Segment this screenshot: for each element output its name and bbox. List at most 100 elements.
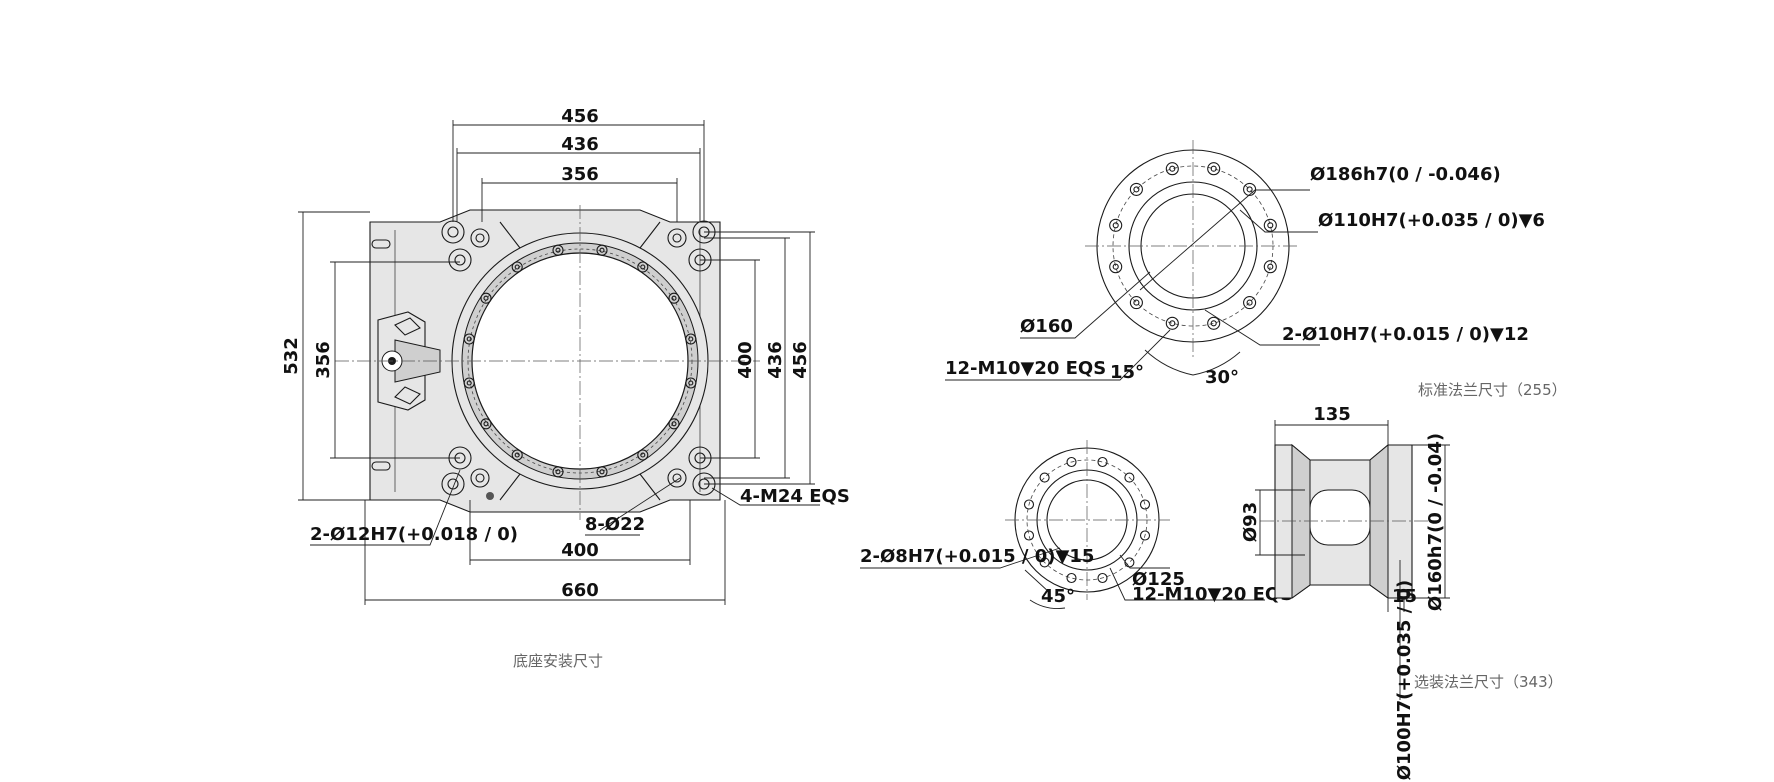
bolt-hole: [1263, 260, 1277, 274]
standard-flange-view: Ø186h7(0 / -0.046) Ø110H7(+0.035 / 0)▼6 …: [945, 140, 1567, 399]
ring-bolt-holes: [463, 244, 697, 478]
dim-436-top: 436: [561, 134, 599, 155]
bolt-hole-inner: [466, 336, 472, 342]
bolt-hole-inner: [1169, 165, 1176, 172]
bolt-hole: [1263, 218, 1277, 232]
bolt-hole-inner: [1169, 320, 1176, 327]
bolt-hole: [1023, 530, 1035, 541]
bolt-hole: [463, 333, 475, 345]
dim-pin-12h7: 2-Ø12H7(+0.018 / 0): [310, 524, 518, 545]
bolt-hole-inner: [1112, 222, 1119, 229]
bolt-hole-inner: [1246, 299, 1253, 306]
dim-angle-15: 15°: [1110, 362, 1144, 383]
bolt-hole-inner: [1133, 299, 1140, 306]
dim-660-bottom: 660: [561, 580, 599, 601]
dim-d100h7: Ø100H7(+0.035 / 0): [1394, 580, 1415, 781]
bolt-hole-inner: [1210, 165, 1217, 172]
bolt-hole: [552, 244, 564, 256]
std-flange-holes: [1109, 162, 1277, 330]
bolt-hole: [1023, 499, 1035, 510]
bolt-hole-inner: [555, 469, 561, 475]
bolt-hole: [1139, 530, 1151, 541]
bolt-hole: [668, 292, 680, 304]
bolt-hole: [637, 261, 649, 273]
bolt-hole: [1097, 456, 1108, 468]
bolt-hole-inner: [514, 452, 520, 458]
opt-section-dimensions: [1255, 420, 1450, 700]
bolt-hole: [1165, 162, 1179, 176]
dim-d186: Ø186h7(0 / -0.046): [1310, 164, 1501, 185]
bolt-hole-inner: [1210, 320, 1217, 327]
bolt-hole: [1124, 472, 1135, 483]
bolt-hole-inner: [688, 336, 694, 342]
dim-356-left: 356: [313, 341, 334, 379]
bolt-hole: [1066, 572, 1077, 584]
dim-135: 135: [1313, 404, 1351, 425]
bolt-hole-inner: [640, 452, 646, 458]
dim-d160h7: Ø160h7(0 / -0.04): [1425, 433, 1446, 611]
dim-m10-std: 12-M10▼20 EQS: [945, 358, 1106, 379]
dim-456-right: 456: [790, 341, 811, 379]
std-flange-dimensions: [945, 189, 1320, 381]
dim-angle-30: 30°: [1205, 367, 1239, 388]
dim-400-bottom: 400: [561, 540, 599, 561]
dim-8-holes: 8-Ø22: [585, 514, 645, 535]
caption-std-flange: 标准法兰尺寸（255）: [1418, 381, 1567, 399]
dim-angle-45: 45°: [1041, 586, 1075, 607]
bolt-hole: [511, 261, 523, 273]
dim-pin-8h7: 2-Ø8H7(+0.015 / 0)▼15: [860, 546, 1094, 567]
bolt-hole-inner: [483, 421, 489, 427]
bolt-hole-inner: [599, 469, 605, 475]
bolt-hole-inner: [1267, 222, 1274, 229]
bolt-hole: [463, 377, 475, 389]
bolt-hole: [552, 466, 564, 478]
dim-400-right: 400: [735, 341, 756, 379]
dim-456-top: 456: [561, 106, 599, 127]
dim-356-top: 356: [561, 164, 599, 185]
bolt-hole: [480, 418, 492, 430]
bolt-hole-inner: [671, 295, 677, 301]
dim-m24: 4-M24 EQS: [740, 486, 850, 507]
bolt-hole: [511, 449, 523, 461]
dim-pin-10h7: 2-Ø10H7(+0.015 / 0)▼12: [1282, 324, 1529, 345]
bolt-hole: [1066, 456, 1077, 468]
bolt-hole-inner: [671, 421, 677, 427]
dim-532-left: 532: [281, 337, 302, 375]
bolt-hole: [596, 466, 608, 478]
base-dimensions: [298, 120, 820, 605]
bolt-hole: [1097, 572, 1108, 584]
bolt-hole: [1243, 182, 1257, 196]
bolt-hole: [668, 418, 680, 430]
bolt-hole: [1165, 316, 1179, 330]
opt-flange-dimensions: [860, 547, 1265, 609]
optional-flange-view: 2-Ø8H7(+0.015 / 0)▼15 Ø125 12-M10▼20 EQS…: [860, 404, 1563, 780]
caption-base: 底座安装尺寸: [513, 652, 603, 670]
dim-d125: Ø125: [1132, 569, 1185, 590]
dim-d160: Ø160: [1020, 316, 1073, 337]
base-mounting-view: 456 436 356 532 356 400 436 456 400 660 …: [281, 106, 850, 670]
bolt-hole: [596, 244, 608, 256]
dim-d93: Ø93: [1240, 502, 1261, 542]
bolt-hole: [1129, 296, 1143, 310]
bolt-hole-inner: [1246, 186, 1253, 193]
bolt-hole: [1207, 162, 1221, 176]
bolt-hole: [1207, 316, 1221, 330]
bolt-hole-inner: [688, 380, 694, 386]
bolt-hole-inner: [1133, 186, 1140, 193]
bolt-hole: [685, 333, 697, 345]
dim-m10-opt: 12-M10▼20 EQS: [1132, 584, 1293, 605]
bolt-hole: [1139, 499, 1151, 510]
bolt-hole-inner: [483, 295, 489, 301]
bolt-hole-inner: [555, 247, 561, 253]
bolt-hole: [1243, 296, 1257, 310]
dim-436-right: 436: [765, 341, 786, 379]
dim-15: 15: [1392, 586, 1417, 607]
bolt-hole: [480, 292, 492, 304]
bolt-hole-inner: [1112, 263, 1119, 270]
opt-flange-holes: [1023, 456, 1151, 584]
bolt-hole-inner: [640, 264, 646, 270]
dim-d110: Ø110H7(+0.035 / 0)▼6: [1318, 210, 1545, 231]
bolt-hole: [1129, 182, 1143, 196]
bolt-hole-inner: [514, 264, 520, 270]
